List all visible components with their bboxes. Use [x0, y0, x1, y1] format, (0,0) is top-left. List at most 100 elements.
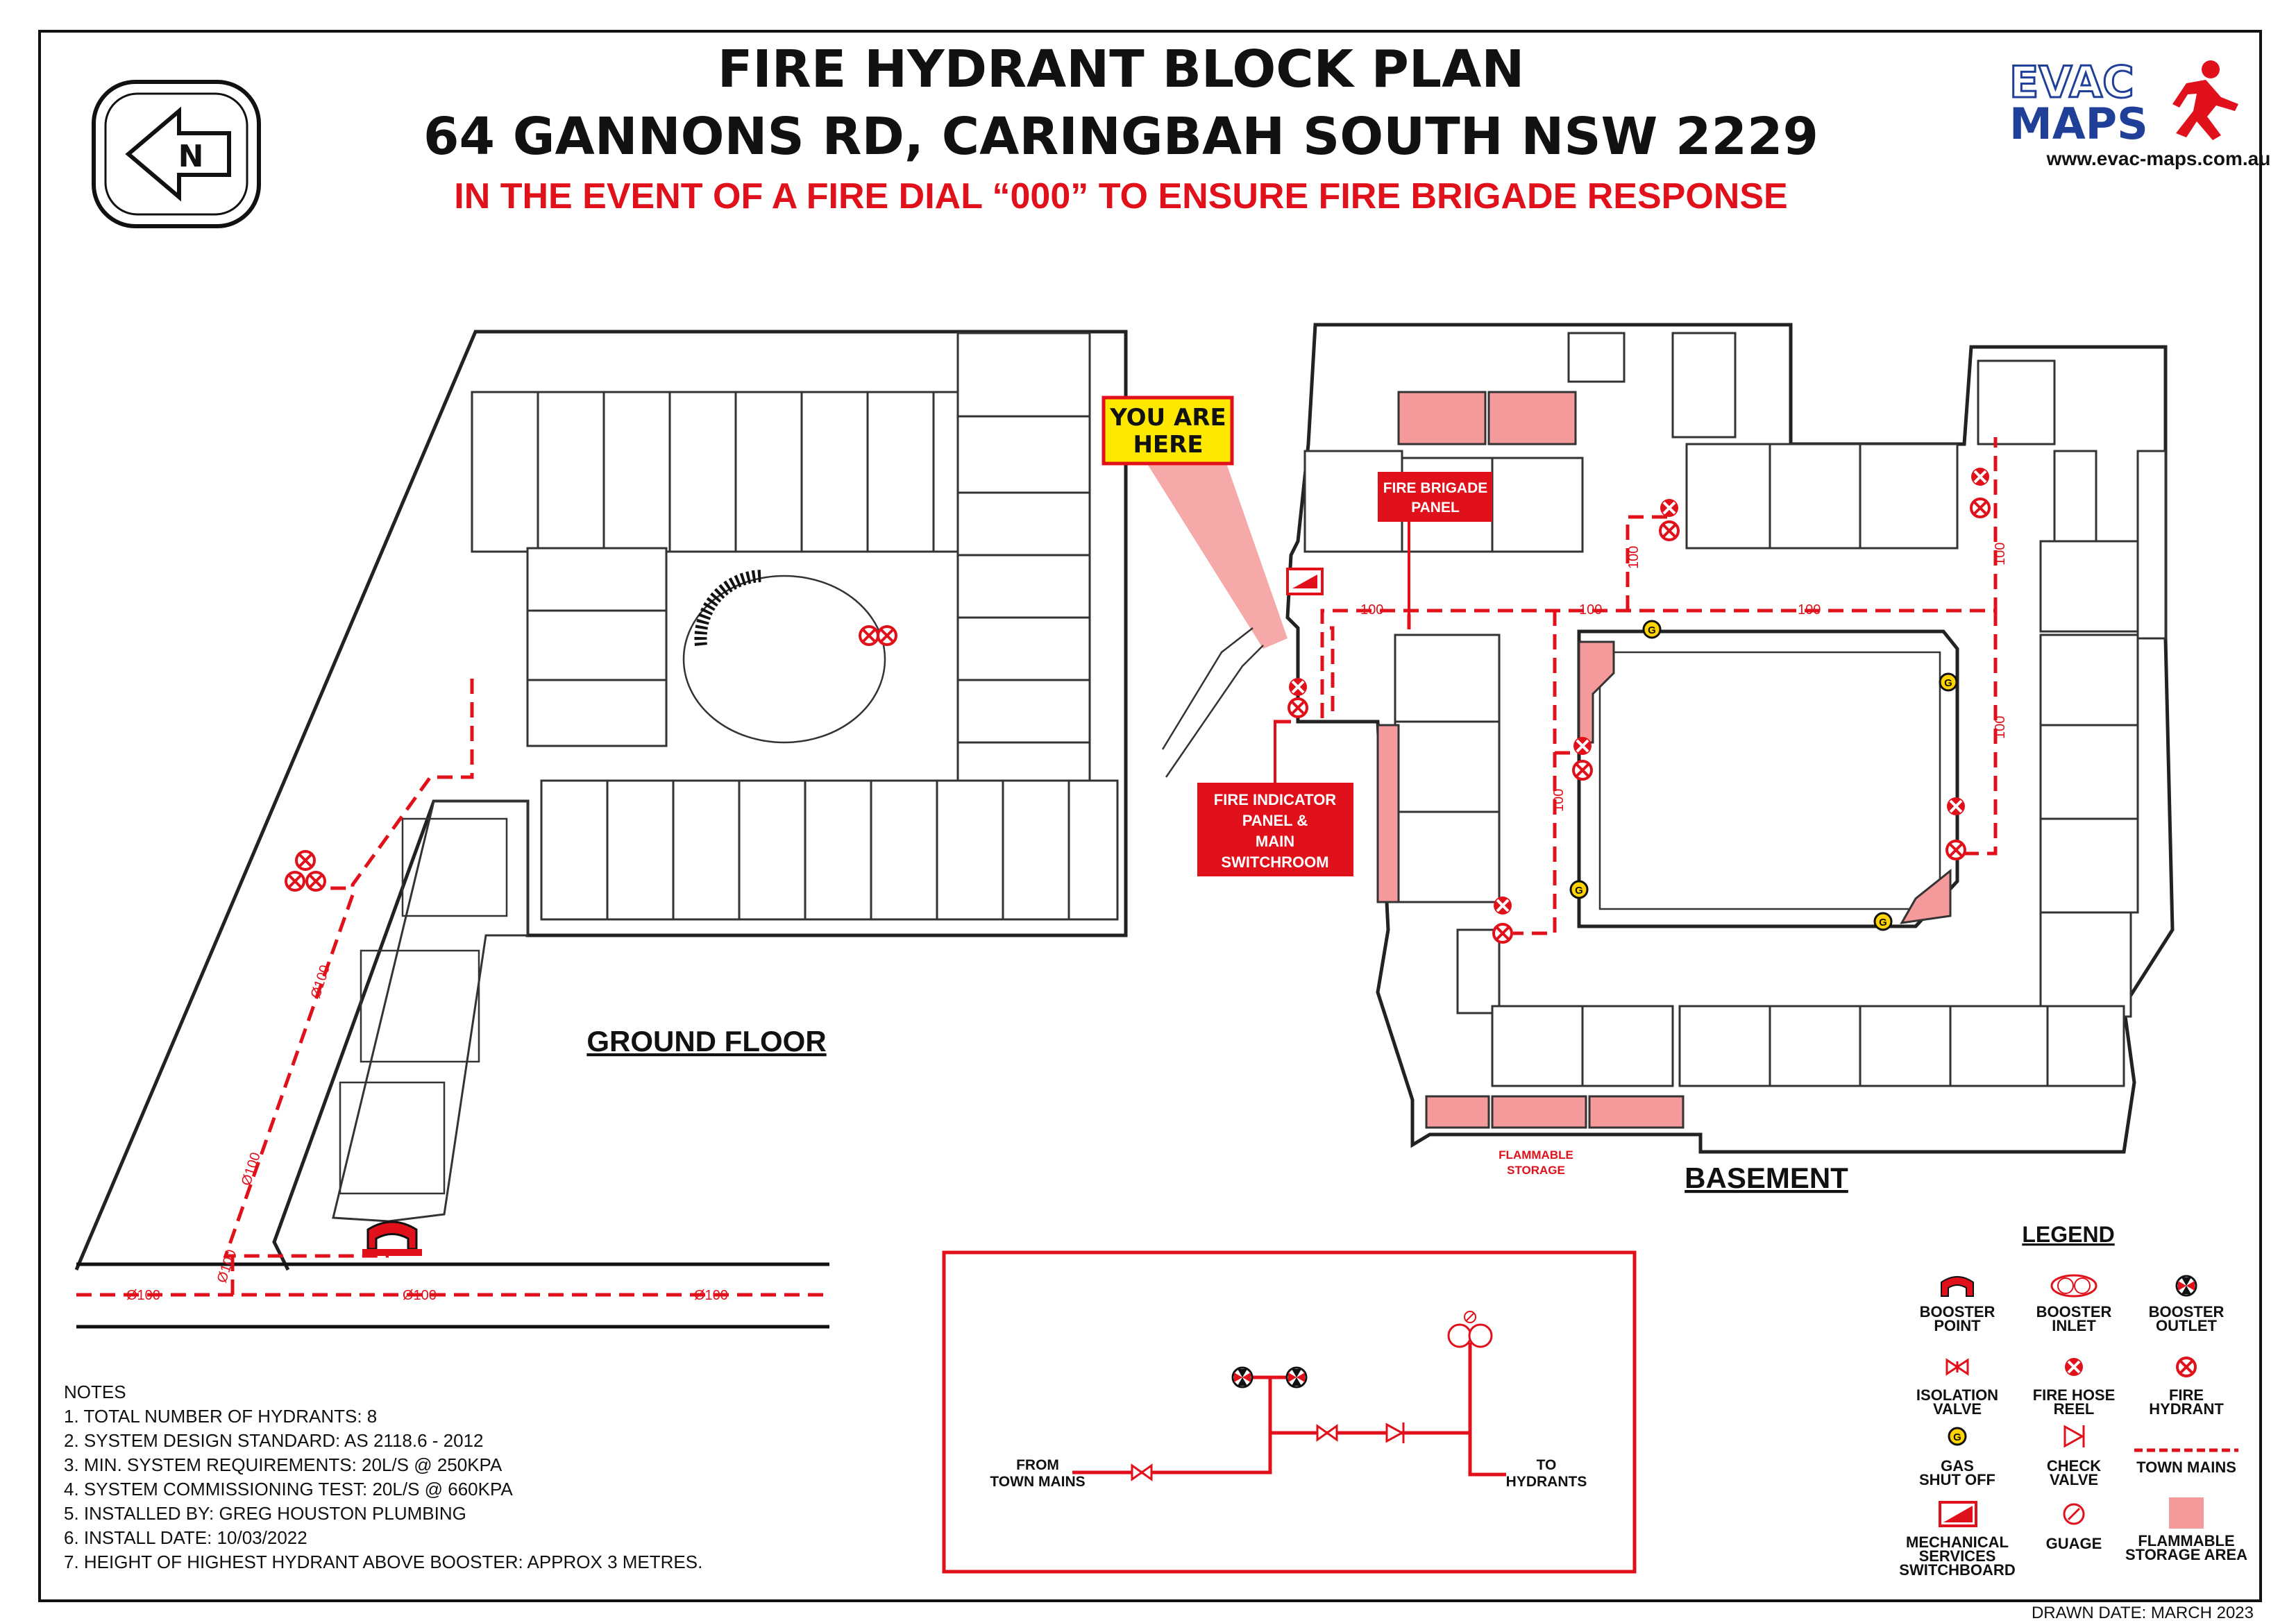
- legend-label: FIRE HOSE: [2033, 1386, 2116, 1404]
- note-item: 1. TOTAL NUMBER OF HYDRANTS: 8: [64, 1406, 377, 1427]
- pipe-label: 100: [1626, 546, 1641, 569]
- note-item: 5. INSTALLED BY: GREG HOUSTON PLUMBING: [64, 1503, 466, 1524]
- notes-heading: NOTES: [64, 1382, 126, 1402]
- gas-shut-off-icon: [1948, 1427, 1967, 1446]
- fire-hydrant-icon: [877, 625, 897, 646]
- fire-hydrant-icon: [1572, 760, 1593, 781]
- legend-label: TOWN MAINS: [2136, 1459, 2236, 1476]
- fire-hose-reel-icon: [1288, 677, 1308, 697]
- pipe-label: 100: [1798, 602, 1821, 618]
- fire-hydrant-icon: [1945, 840, 1966, 860]
- north-arrow-icon: N: [92, 80, 261, 228]
- legend-label: SWITCHBOARD: [1899, 1561, 2015, 1579]
- note-item: 2. SYSTEM DESIGN STANDARD: AS 2118.6 - 2…: [64, 1430, 484, 1451]
- fire-brigade-panel-text: FIRE BRIGADE: [1383, 480, 1488, 496]
- basement-plan: [1161, 323, 2175, 1154]
- schematic-from: TOWN MAINS: [990, 1474, 1085, 1490]
- legend-label: GUAGE: [2046, 1535, 2102, 1552]
- legend-label: BOOSTER: [2149, 1303, 2225, 1320]
- compass-letter: N: [178, 139, 204, 174]
- fip-text: MAIN: [1256, 833, 1294, 850]
- isolation-valve-icon: [1945, 1358, 1969, 1376]
- pipe-label: 100: [1993, 543, 2008, 566]
- pipe-label: Ø100: [214, 1248, 239, 1284]
- gas-shut-off-icon: [1939, 672, 1958, 692]
- fire-hydrant-icon: [1659, 520, 1680, 541]
- brand-line2: MAPS: [2009, 99, 2148, 149]
- booster-point-icon: [362, 1221, 422, 1256]
- pipe-label: 100: [1993, 716, 2008, 739]
- legend-label: SERVICES: [1919, 1547, 1996, 1565]
- fire-brigade-panel-text: PANEL: [1411, 500, 1460, 516]
- legend-label: FIRE: [2169, 1386, 2204, 1404]
- fip-text: SWITCHROOM: [1221, 853, 1328, 871]
- pipe-label: 100: [1579, 602, 1602, 618]
- booster-schematic: FROM TOWN MAINS TO HYDRANTS: [942, 1250, 1637, 1574]
- legend-label: BOOSTER: [1920, 1303, 1995, 1320]
- legend-label: POINT: [1934, 1317, 1981, 1334]
- legend-label: REEL: [2054, 1400, 2095, 1418]
- fire-hydrant-icon: [1288, 697, 1308, 718]
- note-item: 3. MIN. SYSTEM REQUIREMENTS: 20L/S @ 250…: [64, 1454, 503, 1475]
- gas-shut-off-icon: [1569, 880, 1589, 899]
- pipe-label: 100: [1551, 789, 1567, 812]
- legend-label: GAS: [1941, 1457, 1974, 1475]
- isolation-valve-icon: [1316, 1425, 1338, 1441]
- fip-text: FIRE INDICATOR: [1214, 791, 1337, 808]
- fire-hose-reel-icon: [1970, 466, 1991, 487]
- legend-label: STORAGE AREA: [2125, 1546, 2247, 1563]
- legend-label: ISOLATION: [1916, 1386, 1998, 1404]
- legend-label: HYDRANT: [2149, 1400, 2224, 1418]
- check-valve-icon: [2063, 1425, 2085, 1448]
- legend-label: FLAMMABLE: [2138, 1532, 2234, 1549]
- notes-block: NOTES 1. TOTAL NUMBER OF HYDRANTS: 8 2. …: [64, 1382, 702, 1572]
- schematic-from: FROM: [1016, 1457, 1059, 1473]
- note-item: 7. HEIGHT OF HIGHEST HYDRANT ABOVE BOOST…: [64, 1552, 702, 1572]
- basement-pipework: [1274, 437, 1998, 935]
- gauge-icon: [2063, 1503, 2085, 1525]
- note-item: 4. SYSTEM COMMISSIONING TEST: 20L/S @ 66…: [64, 1479, 513, 1499]
- legend-label: OUTLET: [2156, 1317, 2218, 1334]
- brand-url: www.evac-maps.com.au: [2046, 148, 2271, 169]
- fire-hose-reel-icon: [1572, 736, 1593, 756]
- mechanical-switchboard-icon: [1939, 1501, 1977, 1527]
- evac-maps-logo: EVAC MAPS www.evac-maps.com.au: [2009, 56, 2271, 170]
- pipe-label: Ø100: [126, 1288, 160, 1303]
- pipe-label: Ø100: [403, 1288, 437, 1303]
- note-item: 6. INSTALL DATE: 10/03/2022: [64, 1527, 307, 1548]
- fire-indicator-panel-tag: [1197, 783, 1353, 876]
- booster-outlet-icon: [1231, 1366, 1253, 1388]
- pipe-label: Ø100: [694, 1288, 728, 1303]
- flammable-storage-label: FLAMMABLE: [1499, 1148, 1573, 1162]
- pipe-label: 100: [1360, 602, 1383, 618]
- fire-hose-reel-icon: [1945, 796, 1966, 817]
- gas-shut-off-icon: [1873, 912, 1893, 931]
- fire-hydrant-icon: [859, 625, 879, 646]
- booster-inlet-icon: [1447, 1311, 1493, 1348]
- booster-outlet-icon: [1285, 1366, 1308, 1388]
- brand-line1: EVAC: [2009, 57, 2134, 108]
- legend-label: INLET: [2052, 1317, 2096, 1334]
- fire-hose-reel-icon: [2063, 1357, 2084, 1377]
- booster-outlet-icon: [2175, 1275, 2197, 1297]
- page-title: FIRE HYDRANT BLOCK PLAN: [718, 40, 1525, 99]
- page-border: [38, 30, 2262, 1602]
- legend-label: BOOSTER: [2036, 1303, 2112, 1320]
- legend-label: CHECK: [2047, 1457, 2101, 1475]
- fire-hose-reel-icon: [1659, 498, 1680, 518]
- fire-hydrant-icon: [2176, 1357, 2197, 1377]
- fire-hydrant-icon: [1492, 923, 1513, 944]
- booster-inlet-icon: [2050, 1274, 2097, 1298]
- ground-floor-label: GROUND FLOOR: [586, 1025, 826, 1057]
- you-are-here-pointer: [1138, 450, 1288, 649]
- legend-label: VALVE: [2050, 1471, 2098, 1488]
- fire-brigade-panel-tag: [1378, 472, 1492, 522]
- legend-title: LEGEND: [2022, 1222, 2114, 1247]
- flammable-storage-label: STORAGE: [1507, 1164, 1565, 1177]
- basement-label: BASEMENT: [1685, 1162, 1848, 1194]
- drawn-date: DRAWN DATE: MARCH 2023: [2032, 1604, 2254, 1622]
- check-valve-icon: [1385, 1422, 1405, 1443]
- mechanical-switchboard-icon: [1286, 568, 1324, 595]
- fire-hose-reel-icon: [1492, 895, 1513, 916]
